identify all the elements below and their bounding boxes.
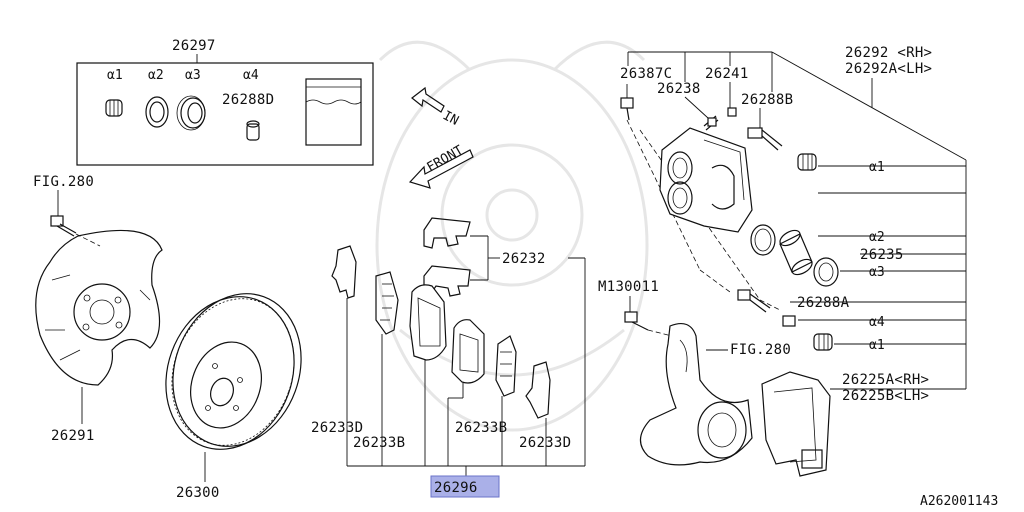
watermark-emblem — [375, 40, 649, 432]
pin-a4-right-drawing — [782, 315, 796, 327]
bolt-m130011-drawing — [624, 311, 649, 331]
boot-a3-right-drawing — [813, 257, 839, 287]
part-26296-label[interactable]: 26296 — [434, 480, 478, 496]
disc-rotor-group: 26300 — [165, 293, 302, 501]
backing-plate-group: FIG.280 26291 — [33, 174, 163, 444]
part-26225b-lh-label[interactable]: 26225B<LH> — [842, 388, 929, 404]
alpha3-label[interactable]: α3 — [869, 265, 885, 280]
caliper-support-drawing — [761, 371, 831, 477]
caliper-group: 26387C 26238 26241 26288B 26292 <RH> 262… — [598, 45, 967, 477]
knuckle-drawing — [639, 323, 753, 466]
alpha1-top-label[interactable]: α1 — [869, 160, 885, 175]
part-26387c-label[interactable]: 26387C — [620, 66, 672, 82]
direction-arrows: IN FRONT — [408, 86, 474, 189]
fig-280-right-ref[interactable]: FIG.280 — [730, 342, 791, 358]
shim-b-left-drawing — [375, 271, 399, 335]
part-26233d-left-label[interactable]: 26233D — [311, 420, 363, 436]
pin-26288a-drawing — [737, 289, 771, 313]
kit-alpha2-label: α2 — [148, 68, 164, 83]
part-26235-label[interactable]: 26235 — [860, 247, 904, 263]
part-26233d-right-label[interactable]: 26233D — [519, 435, 571, 451]
in-direction-label: IN — [440, 108, 461, 129]
front-arrow-icon — [408, 149, 474, 189]
kit-alpha3-label: α3 — [185, 68, 201, 83]
part-26300-label[interactable]: 26300 — [176, 485, 220, 501]
boot-a1-drawing — [105, 99, 123, 117]
alpha2-label[interactable]: α2 — [869, 230, 885, 245]
boot-a1-top-drawing — [797, 153, 817, 171]
part-26288a-label[interactable]: 26288A — [797, 295, 850, 311]
pad-right-drawing — [451, 319, 485, 384]
alpha4-label[interactable]: α4 — [869, 315, 885, 330]
fig-280-left-ref[interactable]: FIG.280 — [33, 174, 94, 190]
bleeder-26238-drawing — [703, 115, 719, 131]
boot-a1-bottom-drawing — [813, 333, 833, 351]
part-26238-label[interactable]: 26238 — [657, 81, 701, 97]
part-26232-label[interactable]: 26232 — [502, 251, 546, 267]
dust-shield-drawing — [35, 229, 163, 386]
cap-26241-drawing — [727, 107, 737, 117]
part-26241-label[interactable]: 26241 — [705, 66, 749, 82]
pin-26288b-drawing — [747, 127, 783, 151]
grease-packet-drawing — [305, 78, 362, 146]
part-26292-rh-label[interactable]: 26292 <RH> — [845, 45, 932, 61]
shim-d-left-drawing — [331, 245, 357, 299]
shim-d-right-drawing — [525, 361, 551, 419]
shim-b-right-drawing — [495, 335, 517, 397]
kit-box — [76, 62, 374, 166]
pad-left-drawing — [409, 284, 447, 361]
bolt-drawing — [50, 215, 77, 237]
bolt-m130011-label[interactable]: M130011 — [598, 279, 659, 295]
piston-26235-drawing — [779, 229, 813, 276]
seal-a2-right-drawing — [750, 224, 776, 256]
kit-26288d-label[interactable]: 26288D — [222, 92, 274, 108]
part-26288b-label[interactable]: 26288B — [741, 92, 793, 108]
boot-a3-drawing — [176, 95, 206, 131]
part-26296-highlight — [430, 475, 500, 498]
part-26233b-right-label[interactable]: 26233B — [455, 420, 507, 436]
diagram-id-label: A262001143 — [920, 494, 998, 509]
kit-alpha4-label: α4 — [243, 68, 259, 83]
clip-upper-drawing — [423, 217, 471, 249]
bolt-26387c-drawing — [620, 97, 634, 121]
part-26292a-lh-label[interactable]: 26292A<LH> — [845, 61, 932, 77]
part-26233b-left-label[interactable]: 26233B — [353, 435, 405, 451]
seal-a2-drawing — [145, 96, 169, 128]
kit-alpha1-label: α1 — [107, 68, 123, 83]
caliper-body-drawing — [659, 127, 753, 233]
alpha1-bottom-label[interactable]: α1 — [869, 338, 885, 353]
in-arrow-icon — [411, 86, 445, 113]
kit-number-label[interactable]: 26297 — [172, 38, 216, 54]
part-26291-label[interactable]: 26291 — [51, 428, 95, 444]
part-26225a-rh-label[interactable]: 26225A<RH> — [842, 372, 929, 388]
pin-a4-drawing — [246, 120, 260, 141]
pad-kit-group: 26232 — [311, 217, 586, 498]
kit-26297-group: 26297 α1 α2 α3 α4 26288D — [76, 38, 374, 166]
